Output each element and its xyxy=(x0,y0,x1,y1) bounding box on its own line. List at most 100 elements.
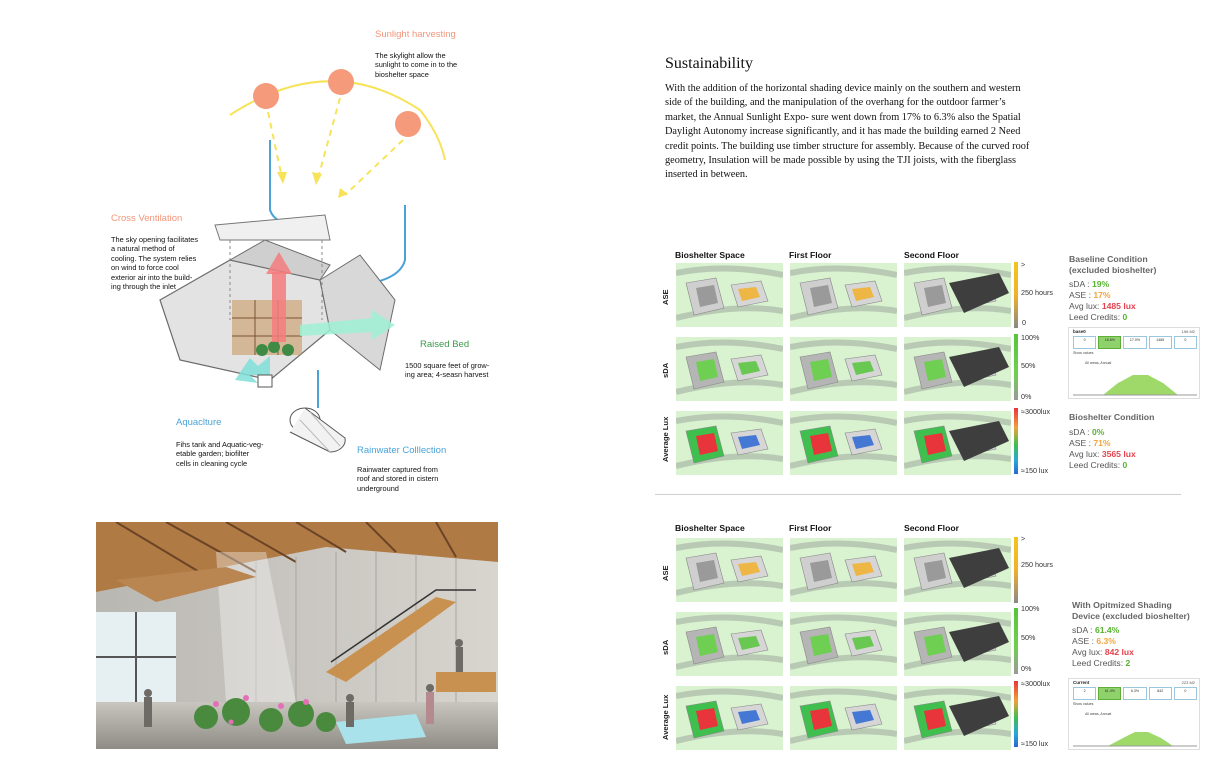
mini-widget-title: Current xyxy=(1073,680,1090,685)
floorplan-map xyxy=(790,538,897,602)
mini-annual-chart xyxy=(1073,375,1197,396)
floorplan-map xyxy=(676,263,783,327)
sustainability-title: Sustainability xyxy=(665,55,753,72)
mini-metric-box: 1485 xyxy=(1148,336,1172,349)
mini-metric-box: 18.8% xyxy=(1098,336,1122,349)
floorplan-map xyxy=(904,263,1011,327)
floorplan-map xyxy=(904,538,1011,602)
mini-metric-box: 0 xyxy=(1073,336,1097,349)
mini-widget-area: 223 M2 xyxy=(1181,680,1195,685)
text-line: etable garden; biofilter xyxy=(176,449,250,459)
optimized-credits-value: 2 xyxy=(1125,658,1131,668)
mini-widget-title: base0 xyxy=(1073,329,1086,334)
aquaculture-body: Fihs tank and Aquatic-veg- etable garden… xyxy=(176,440,264,468)
ase-scale-bar xyxy=(1014,262,1018,328)
sun-icon xyxy=(395,111,421,137)
mini-metric-box: 2 xyxy=(1073,687,1097,700)
cross-ventilation-title: Cross Ventilation xyxy=(111,213,183,224)
baseline-ase-line: ASE : 17% xyxy=(1069,290,1179,301)
mini-annual-chart xyxy=(1073,732,1197,747)
baseline-ase-value: 17% xyxy=(1093,290,1111,300)
baseline-stats: Baseline Condition (excluded bioshelter)… xyxy=(1069,254,1179,323)
bioshelter-credits-line: Leed Credits: 0 xyxy=(1069,460,1179,471)
text-line: bioshelter space xyxy=(375,69,429,79)
text-line: ing through the inlet xyxy=(111,282,176,292)
lux-label: Avg lux: xyxy=(1069,448,1102,459)
baseline-sda-line: sDA : 19% xyxy=(1069,279,1179,290)
floorplan-map xyxy=(676,538,783,602)
floorplan-map xyxy=(790,411,897,475)
bioshelter-credits-value: 0 xyxy=(1122,459,1128,470)
floorplan-map xyxy=(676,411,783,475)
lux-scale-top: ≈3000lux xyxy=(1021,407,1051,416)
row-label-sda: sDA xyxy=(661,362,670,378)
floorplan-map xyxy=(790,612,897,676)
sun-icon xyxy=(328,69,354,95)
baseline-credits-value: 0 xyxy=(1122,312,1128,322)
baseline-heading: Baseline Condition (excluded bioshelter) xyxy=(1069,254,1157,275)
sda-scale-top: 100% xyxy=(1021,604,1040,613)
text-line: Rainwater captured from xyxy=(357,465,438,474)
lux-scale-bar xyxy=(1014,408,1018,474)
mini-metric-boxes: 2 61.4% 6.3% 842 0 xyxy=(1073,687,1198,700)
mini-metric-box: 0 xyxy=(1173,336,1198,349)
optimized-ase-value: 6.3% xyxy=(1096,636,1116,646)
floorplan-map xyxy=(790,263,897,327)
mini-widget-area: 196 M2 xyxy=(1181,329,1195,334)
ase-scale-mid: 250 hours xyxy=(1021,288,1053,297)
text-line: The skylight allow the xyxy=(375,51,446,60)
show-values-checkbox[interactable]: Show values xyxy=(1073,351,1094,355)
text-line: cooling. The system relies xyxy=(111,253,197,263)
lux-scale-bar xyxy=(1014,681,1018,747)
text-line: The sky opening facilitates xyxy=(111,235,199,244)
show-values-checkbox[interactable]: Show values xyxy=(1073,702,1094,706)
floorplan-map xyxy=(676,686,783,750)
ase-label: ASE : xyxy=(1069,290,1094,300)
bioshelter-ase-line: ASE : 71% xyxy=(1069,438,1179,449)
lux-label: Avg lux: xyxy=(1072,647,1105,657)
floorplan-map xyxy=(904,411,1011,475)
bioshelter-stats: Bioshelter Condition sDA : 0% ASE : 71% … xyxy=(1069,412,1179,471)
mini-chart-title: All areas, Annual xyxy=(1085,361,1112,365)
credits-label: Leed Credits: xyxy=(1072,658,1126,668)
floorplan-map xyxy=(904,337,1011,401)
ase-label: ASE : xyxy=(1072,636,1097,646)
ase-label: ASE : xyxy=(1069,437,1094,448)
lux-scale-bottom: ≈150 lux xyxy=(1021,466,1049,475)
mini-chart-title: All areas, Annual xyxy=(1085,712,1112,716)
floorplan-map xyxy=(676,337,783,401)
text-line: ing area; 4-seasn harvest xyxy=(405,370,489,380)
text-line: roof and stored in cistern xyxy=(357,474,439,484)
floorplan-map xyxy=(904,686,1011,750)
sda-scale-bar xyxy=(1014,608,1018,674)
sda-label: sDA : xyxy=(1069,279,1092,289)
column-header-second-floor: Second Floor xyxy=(904,523,959,533)
cross-ventilation-body: The sky opening facilitates a natural me… xyxy=(111,235,198,291)
optimized-heading: With Opitmized Shading Device (excluded … xyxy=(1072,600,1190,621)
lux-label: Avg lux: xyxy=(1069,301,1102,311)
floorplan-map xyxy=(790,337,897,401)
interior-rendering-image xyxy=(96,522,498,749)
row-label-average-lux: Average Lux xyxy=(661,416,670,462)
row-label-sda: sDA xyxy=(661,639,670,655)
text-line: sunlight to come in to the xyxy=(375,60,458,70)
sunlight-title: Sunlight harvesting xyxy=(375,29,456,40)
column-header-first-floor: First Floor xyxy=(789,523,832,533)
sda-scale-bottom: 0% xyxy=(1021,664,1032,673)
column-header-bioshelter: Bioshelter Space xyxy=(675,250,745,260)
optimized-results-widget: Current 223 M2 2 61.4% 6.3% 842 0 Show v… xyxy=(1068,678,1200,750)
raised-bed-body: 1500 square feet of grow- ing area; 4-se… xyxy=(405,361,489,380)
floorplan-map xyxy=(790,686,897,750)
sda-scale-top: 100% xyxy=(1021,333,1040,342)
raised-bed-title: Raised Bed xyxy=(420,339,470,350)
optimized-lux-line: Avg lux: 842 lux xyxy=(1072,647,1197,658)
optimized-lux-value: 842 lux xyxy=(1104,647,1134,657)
ase-scale-mid: 250 hours xyxy=(1021,560,1053,569)
sda-scale-bar xyxy=(1014,334,1018,400)
row-label-ase: ASE xyxy=(661,289,670,305)
text-line: 1500 square feet of grow- xyxy=(405,361,490,370)
sun-icon xyxy=(253,83,279,109)
row-label-average-lux: Average Lux xyxy=(661,694,670,740)
optimized-sda-line: sDA : 61.4% xyxy=(1072,625,1197,636)
sustainability-paragraph: With the addition of the horizontal shad… xyxy=(665,83,1030,181)
